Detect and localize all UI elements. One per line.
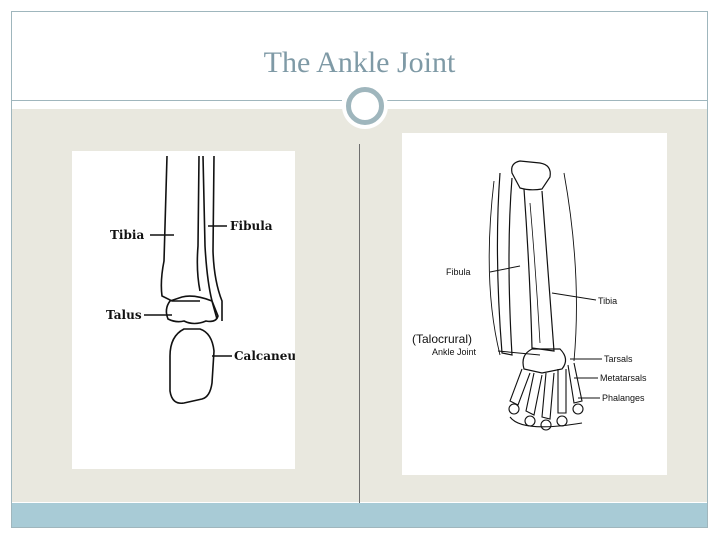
title-rule-right [387, 100, 707, 101]
tarsal-bones [523, 349, 566, 373]
tibia-bone [161, 156, 200, 301]
label-ankle-joint: Ankle Joint [432, 347, 477, 357]
lower-leg-skeleton-drawing: Fibula Tibia (Talocrural) Ankle Joint Ta… [402, 133, 667, 475]
label-metatarsals: Metatarsals [600, 373, 647, 383]
label-fibula: Fibula [230, 219, 273, 233]
ankle-xray-drawing: Tibia Fibula Talus Calcaneus [72, 151, 295, 469]
bottom-accent-bar [12, 503, 707, 527]
slide-title: The Ankle Joint [12, 46, 707, 80]
label-tarsals: Tarsals [604, 354, 633, 364]
decorative-circle-icon [346, 87, 384, 125]
fibula-bone [497, 173, 512, 355]
label-tibia: Tibia [110, 228, 144, 242]
title-rule-left [12, 100, 342, 101]
right-figure-panel: Fibula Tibia (Talocrural) Ankle Joint Ta… [402, 133, 667, 475]
label-tibia: Tibia [598, 296, 617, 306]
label-talus: Talus [106, 308, 142, 322]
label-fibula: Fibula [446, 267, 471, 277]
left-figure-panel: Tibia Fibula Talus Calcaneus [72, 151, 295, 469]
calcaneus-bone [170, 329, 214, 403]
foot-bones [509, 363, 583, 430]
label-calcaneus: Calcaneus [234, 349, 295, 363]
label-talocrural: (Talocrural) [412, 332, 472, 346]
slide-frame: The Ankle Joint Tibia Fibula Talus [11, 11, 708, 528]
fibula-bone [203, 156, 217, 319]
label-phalanges: Phalanges [602, 393, 645, 403]
column-divider [359, 144, 360, 504]
